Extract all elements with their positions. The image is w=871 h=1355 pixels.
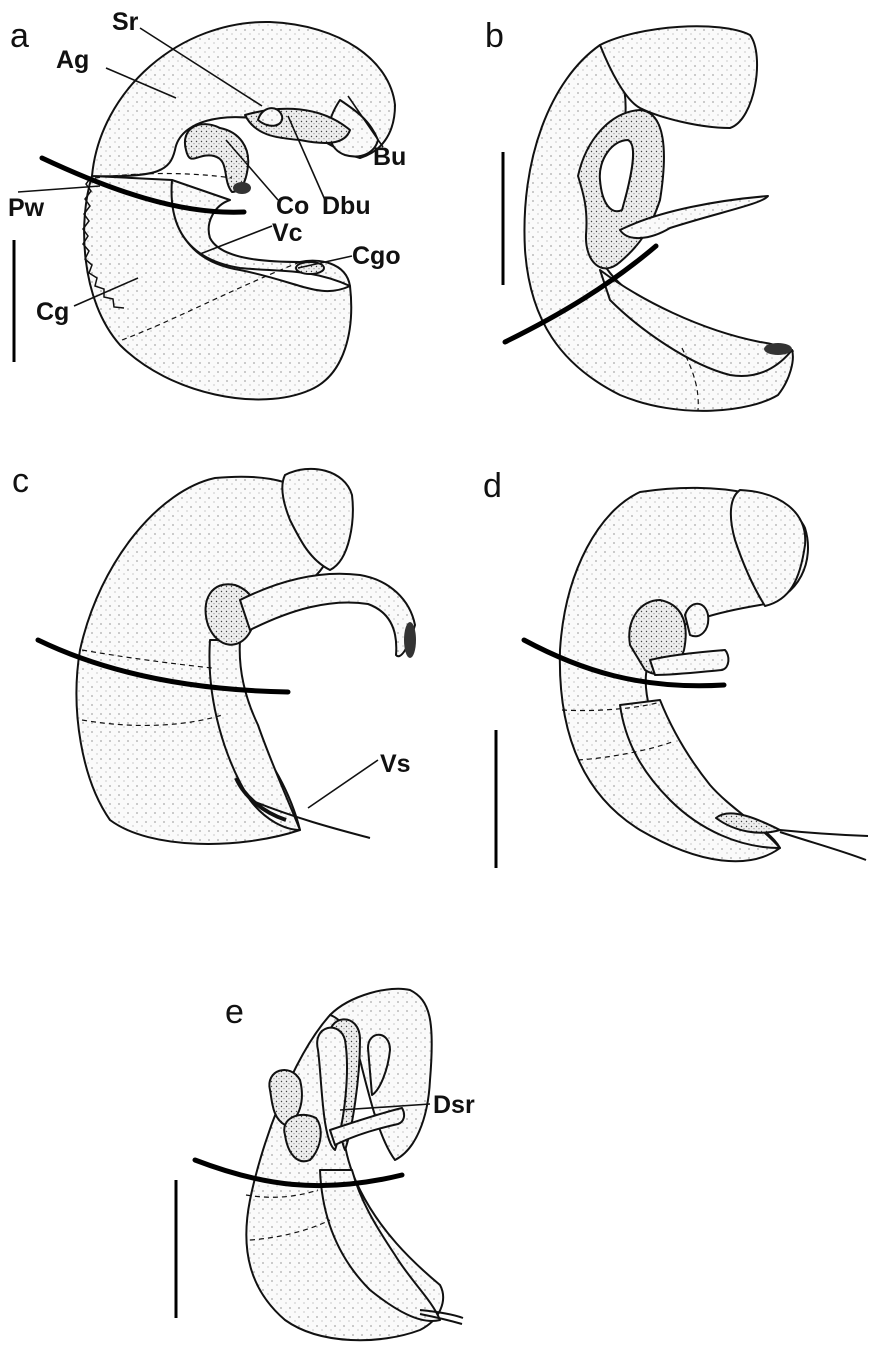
label-pw: Pw <box>8 194 45 222</box>
convoluted-oviduct <box>185 124 248 192</box>
label-cgo: Cgo <box>352 242 401 270</box>
label-vs: Vs <box>380 750 411 778</box>
oviduct-opening <box>233 182 251 194</box>
opening-b <box>764 343 792 355</box>
panel-b-letter: b <box>485 17 504 55</box>
label-co: Co <box>276 192 309 220</box>
label-cg: Cg <box>36 298 69 326</box>
panel-c-letter: c <box>12 462 29 500</box>
label-bu: Bu <box>373 143 406 171</box>
label-dsr: Dsr <box>433 1091 475 1119</box>
panel-c: c Vs <box>12 462 416 844</box>
panel-e-letter: e <box>225 993 244 1031</box>
label-sr: Sr <box>112 8 139 36</box>
label-ag: Ag <box>56 46 89 74</box>
panel-a: a Sr Ag Bu <box>8 8 406 399</box>
gland-outer-c <box>77 477 331 844</box>
label-vc: Vc <box>272 219 303 247</box>
panel-b: b <box>485 17 793 411</box>
tube-opening-c <box>404 622 416 658</box>
label-dbu: Dbu <box>322 192 371 220</box>
panel-e: e Dsr <box>176 989 475 1341</box>
panel-d-letter: d <box>483 467 502 505</box>
loop-d <box>685 604 708 637</box>
panel-d: d <box>483 467 868 868</box>
panel-a-letter: a <box>10 17 29 55</box>
